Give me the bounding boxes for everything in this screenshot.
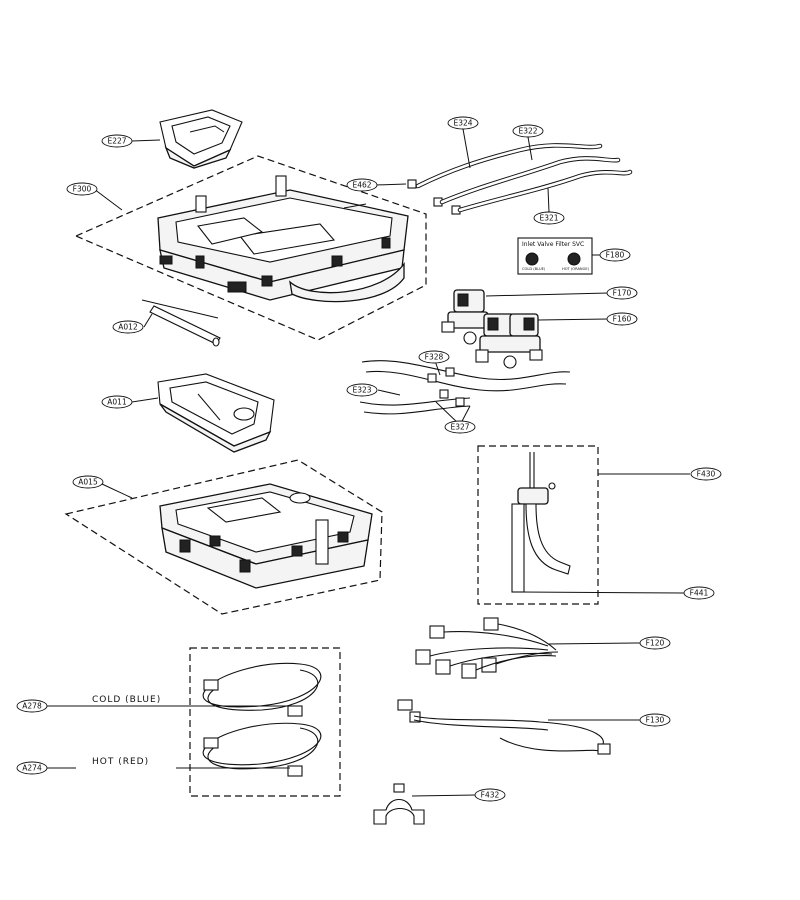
part-f432-clip [373,783,425,825]
callout-a278: A278 [16,699,48,713]
callout-f300: F300 [66,182,98,196]
svg-text:E322: E322 [518,127,537,136]
part-f120-wiring-harness [415,617,559,679]
callout-f120: F120 [639,636,671,650]
part-a015-housing [159,483,373,589]
callout-e227: E227 [101,134,133,148]
callout-e321: E321 [533,211,565,225]
part-a011-drawer [157,373,275,453]
group-outline-hoses [189,647,341,797]
filter-cold-dot [525,252,539,266]
callout-e327: E327 [444,420,476,434]
svg-text:F180: F180 [606,251,625,260]
svg-text:A015: A015 [78,478,98,487]
callout-f180: F180 [599,248,631,262]
filter-label-title: Inlet Valve Filter SVC [522,241,584,248]
svg-text:E324: E324 [453,119,472,128]
svg-text:E227: E227 [107,137,126,146]
svg-text:F441: F441 [690,589,709,598]
callout-e323: E323 [346,383,378,397]
callout-f160: F160 [606,312,638,326]
svg-text:F160: F160 [613,315,632,324]
callout-e462: E462 [346,178,378,192]
group-outline-f430 [477,445,599,605]
svg-text:F170: F170 [613,289,632,298]
callout-f328: F328 [418,350,450,364]
svg-text:E462: E462 [352,181,371,190]
callout-a011: A011 [101,395,133,409]
callout-e324: E324 [447,116,479,130]
svg-text:F130: F130 [646,716,665,725]
part-e321-e322-e324-hoses [415,143,633,213]
svg-text:F120: F120 [646,639,665,648]
filter-label-f180: Inlet Valve Filter SVC COLD (BLUE) HOT (… [517,237,593,275]
callout-f130: F130 [639,713,671,727]
part-e227-detergent-cup [159,109,243,169]
callout-a015: A015 [72,475,104,489]
callout-e322: E322 [512,124,544,138]
svg-text:A278: A278 [22,702,42,711]
callout-f432: F432 [474,788,506,802]
callout-a274: A274 [16,761,48,775]
svg-text:F300: F300 [73,185,92,194]
part-f430-pipe [511,452,571,593]
filter-label-hot: HOT (ORANGE) [562,267,590,271]
hose-label-hot: HOT (RED) [92,757,149,767]
callout-f441: F441 [683,586,715,600]
group-outline-f300 [74,155,427,341]
filter-hot-dot [567,252,581,266]
part-f130-cable [397,699,611,755]
part-f160-inlet-valve [475,313,543,369]
svg-text:E323: E323 [352,386,371,395]
filter-label-cold: COLD (BLUE) [522,267,546,271]
part-f170-inlet-valve [441,289,489,345]
svg-text:F432: F432 [481,791,500,800]
group-outline-a015 [64,459,383,615]
callout-f430: F430 [690,467,722,481]
svg-text:A012: A012 [118,323,138,332]
svg-text:E321: E321 [539,214,558,223]
callout-a012: A012 [112,320,144,334]
svg-text:F430: F430 [697,470,716,479]
part-f300-dispenser-assembly [157,175,409,303]
part-a278-cold-hose [202,662,322,717]
part-a012-tube [149,305,221,347]
svg-text:A274: A274 [22,764,42,773]
callout-f170: F170 [606,286,638,300]
svg-text:F328: F328 [425,353,444,362]
svg-text:E327: E327 [450,423,469,432]
part-e323-hose-set [359,360,571,415]
hose-label-cold: COLD (BLUE) [92,695,161,705]
svg-text:A011: A011 [107,398,127,407]
